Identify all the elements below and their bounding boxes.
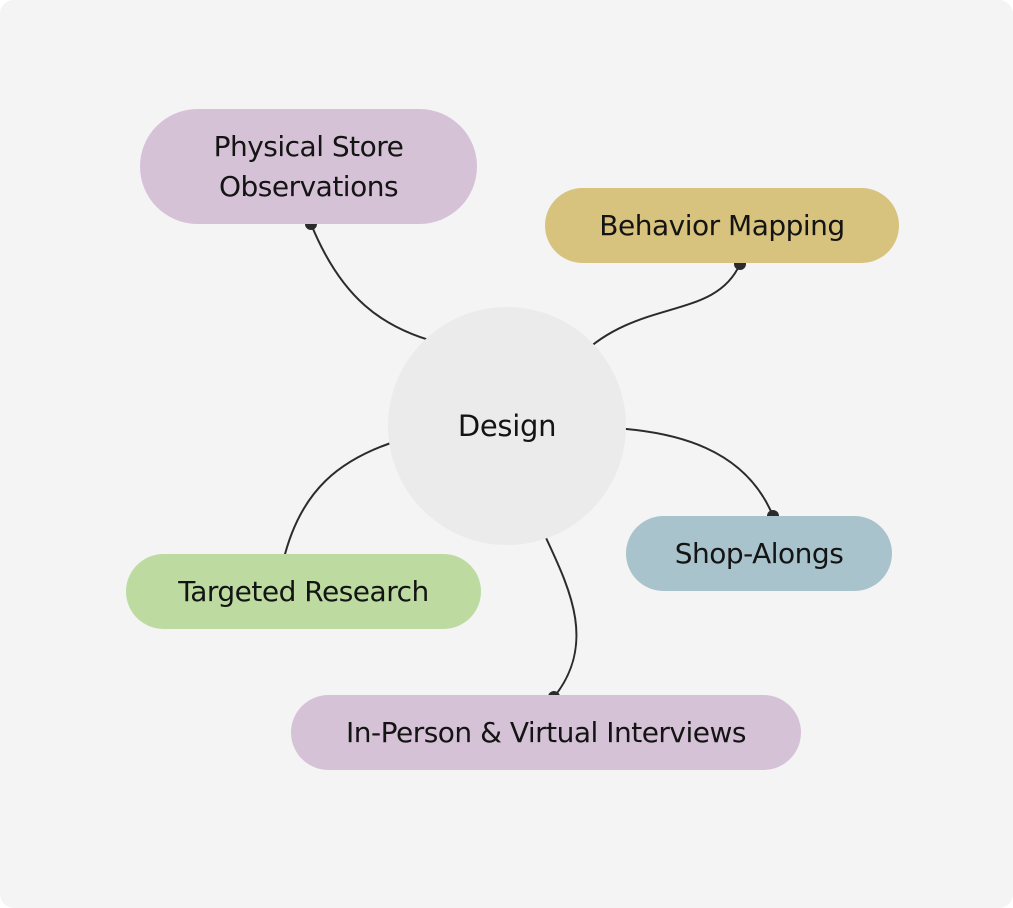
connector-physical-store (305, 218, 449, 349)
connector-behavior-mapping (580, 258, 746, 356)
connector-shop-alongs (613, 423, 779, 522)
node-label: In-Person & Virtual Interviews (345, 715, 747, 749)
connector-interviews (539, 526, 578, 703)
center-label: Design (457, 409, 557, 443)
connector-targeted-research (277, 436, 404, 568)
node-label-line-2: Observations (218, 169, 399, 203)
node-label: Shop-Alongs (674, 536, 844, 570)
node-behavior-mapping: Behavior Mapping (545, 188, 899, 263)
node-physical-store-observations: Physical Store Observations (140, 109, 477, 224)
node-in-person-virtual-interviews: In-Person & Virtual Interviews (291, 695, 801, 770)
node-targeted-research: Targeted Research (126, 554, 481, 629)
center-design-node: Design (388, 307, 626, 545)
node-shop-alongs: Shop-Alongs (626, 516, 892, 591)
node-label: Targeted Research (178, 574, 429, 608)
node-label: Behavior Mapping (599, 208, 845, 242)
node-label-line-1: Physical Store (213, 129, 404, 163)
